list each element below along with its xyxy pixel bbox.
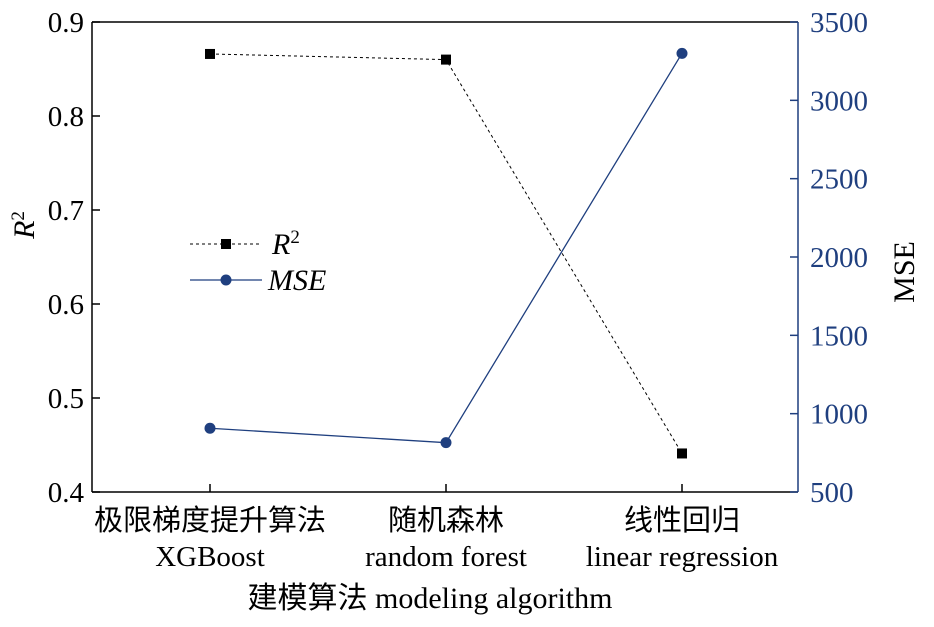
x-category-label-cn: 随机森林 — [388, 504, 504, 537]
right-tick-label: 3000 — [810, 85, 868, 117]
legend-mse-marker — [220, 274, 232, 286]
left-tick-label: 0.7 — [48, 195, 84, 227]
r2-square-marker — [441, 54, 451, 65]
right-tick-label: 500 — [810, 477, 854, 509]
right-tick-label: 3500 — [810, 7, 868, 39]
mse-circle-marker — [440, 437, 452, 449]
left-tick-label: 0.4 — [48, 477, 85, 509]
x-category-label-cn: 线性回归 — [624, 504, 740, 537]
x-category-label-en: XGBoost — [155, 541, 265, 573]
series-r2 — [205, 48, 687, 459]
legend-mse-label: MSE — [267, 264, 326, 297]
axes-group: 0.4 0.5 0.6 0.7 0.8 0.9 500 1000 1500 2000 2500 300… — [8, 7, 921, 615]
legend-r2-marker — [221, 239, 231, 249]
right-tick-label: 2500 — [810, 164, 868, 196]
legend-r2-label: R2 — [271, 227, 300, 261]
left-tick-label: 0.6 — [48, 289, 84, 321]
left-tick-label: 0.5 — [48, 383, 84, 415]
mse-circle-marker — [204, 422, 216, 434]
x-category-label-cn: 极限梯度提升算法 — [94, 504, 326, 537]
mse-circle-marker — [676, 47, 688, 59]
series-mse — [204, 47, 688, 449]
left-tick-label: 0.8 — [48, 101, 84, 133]
x-axis-title: 建模算法 modeling algorithm — [248, 582, 613, 615]
r2-square-marker — [677, 448, 687, 459]
left-axis-title: R2 — [8, 211, 41, 240]
right-tick-label: 1500 — [810, 320, 868, 352]
right-tick-label: 2000 — [810, 242, 868, 274]
x-category-label-en: linear regression — [586, 541, 779, 573]
r2-square-marker — [205, 48, 215, 59]
right-axis-title: MSE — [888, 241, 921, 303]
x-category-label-en: random forest — [365, 541, 527, 573]
right-tick-label: 1000 — [810, 399, 868, 431]
left-tick-label: 0.9 — [48, 7, 84, 39]
